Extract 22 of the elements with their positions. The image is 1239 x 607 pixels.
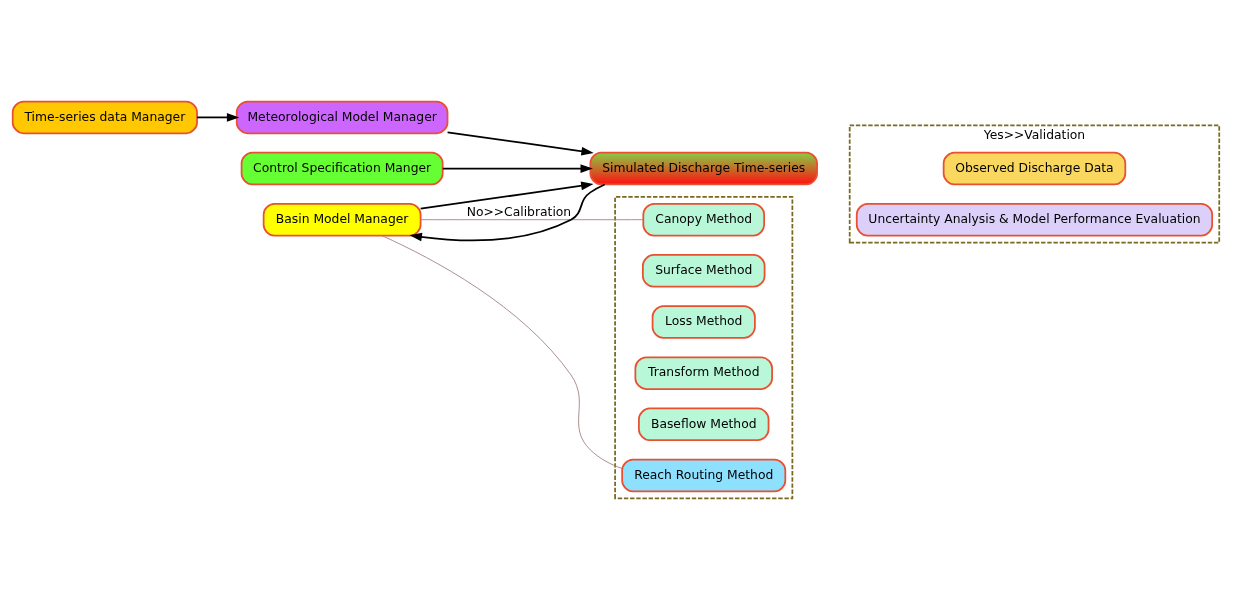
node-box: Canopy Method <box>642 202 765 237</box>
node-box: Uncertainty Analysis & Model Performance Evaluation <box>855 202 1214 237</box>
edge-label: No>>Calibration <box>466 205 572 220</box>
arrow <box>441 164 593 173</box>
node-box: Surface Method <box>642 254 766 288</box>
arrow <box>196 113 240 122</box>
node-box: Reach Routing Method <box>621 458 787 493</box>
node-box: Simulated Discharge Time-series <box>589 151 818 186</box>
node-box: Transform Method <box>634 356 773 390</box>
node-box: Loss Method <box>651 305 756 339</box>
node-box: Observed Discharge Data <box>942 151 1127 186</box>
arrow <box>409 183 606 242</box>
node-box: Basin Model Manager <box>262 202 422 237</box>
arrow <box>446 131 594 156</box>
arrow <box>419 181 594 210</box>
cluster <box>614 195 794 500</box>
node-box: Time-series data Manager <box>11 100 198 135</box>
node-box: Meteorological Model Manager <box>235 100 449 135</box>
node-box: Baseflow Method <box>638 407 770 442</box>
node-box: Control Specification Manger <box>240 151 444 186</box>
connector <box>381 235 623 469</box>
connector <box>420 219 644 221</box>
